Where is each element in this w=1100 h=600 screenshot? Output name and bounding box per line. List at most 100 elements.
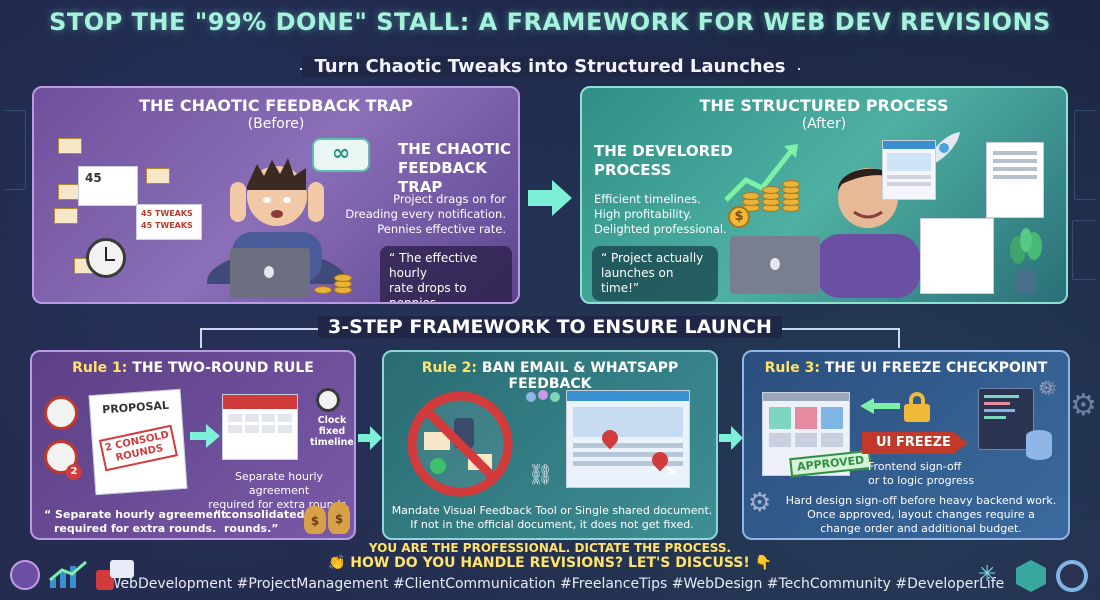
network-icon: ✳: [978, 562, 997, 587]
rule-3-side-note: Frontend sign-off or to logic progress: [868, 460, 974, 488]
rule-1-quote-line: “ Separate hourly agreement: [44, 508, 227, 521]
rule-1-quote-line: rounds.”: [224, 521, 279, 535]
arrow-right-icon: [358, 426, 382, 450]
arrow-right-icon: [719, 426, 743, 450]
proposal-label: PROPOSAL: [101, 398, 170, 417]
after-line: Efficient timelines.: [594, 192, 701, 206]
rule-1-quote-b: “ consolidated rounds.”: [214, 508, 305, 536]
after-line: High profitability.: [594, 206, 692, 221]
clock-label-line: Clock: [317, 415, 347, 426]
rule-3-description: Hard design sign-off before heavy backen…: [778, 494, 1064, 535]
subtitle: Turn Chaotic Tweaks into Structured Laun…: [0, 56, 1100, 77]
after-quote: “ Project actually launches on time!”: [592, 246, 718, 301]
gear-icon: ⚙: [748, 488, 772, 518]
stamp: 2 CONSOLD ROUNDS: [98, 424, 178, 472]
cursor-icon: ➤: [666, 464, 678, 480]
rule-2-title: Rule 2: BAN EMAIL & WHATSAPP FEEDBACK: [384, 360, 716, 392]
before-panel: THE CHAOTIC FEEDBACK TRAP (Before) 45 45…: [32, 86, 520, 304]
apple-logo-icon: [770, 258, 780, 270]
calendar-icon: [222, 394, 298, 460]
trend-chart-icon: [49, 560, 87, 588]
browser-window-icon: [882, 140, 936, 200]
rule-1-title-text: THE TWO-ROUND RULE: [132, 360, 314, 376]
rule-3-desc-line: Once approved, layout changes require a: [807, 507, 1035, 521]
money-bag-icon: $: [304, 506, 326, 534]
after-panel: THE STRUCTURED PROCESS (After) THE DEVEL…: [580, 86, 1068, 304]
before-side-heading: THE CHAOTIC FEEDBACK TRAP: [398, 140, 518, 196]
coin-icon: [314, 286, 332, 294]
rule-2-desc-line: Mandate Visual Feedback Tool or Single s…: [391, 504, 713, 517]
circuit-decoration-right: [1074, 110, 1096, 200]
tweaks-label: 45 TWEAKS: [141, 209, 193, 218]
after-quote-line: “ Project actually: [601, 251, 704, 265]
framework-bracket-right: [898, 328, 900, 348]
document-icon: [986, 142, 1044, 218]
before-side-heading-line: THE CHAOTIC: [398, 140, 511, 158]
coin-icon: [762, 186, 780, 194]
before-tag: (Before): [247, 116, 305, 132]
before-quote-line: rate drops to pennies...: [389, 281, 467, 304]
growth-arrow-icon: [724, 144, 798, 202]
laptop-icon: [730, 236, 820, 294]
subtitle-row: Turn Chaotic Tweaks into Structured Laun…: [0, 56, 1100, 80]
badge-icon: 2: [66, 464, 82, 480]
envelope-icon: [58, 138, 82, 154]
coin-icon: [334, 274, 352, 282]
envelope-icon: [54, 208, 78, 224]
laptop-icon: [230, 248, 310, 298]
framework-row: 3-STEP FRAMEWORK TO ENSURE LAUNCH: [0, 314, 1100, 348]
rule-1-card: Rule 1: THE TWO-ROUND RULE 2 PROPOSAL 2 …: [30, 350, 356, 540]
dollar-coin-icon: $: [728, 206, 750, 228]
gear-icon: ⚙: [1070, 388, 1097, 423]
rule-2-title-text: BAN EMAIL & WHATSAPP FEEDBACK: [481, 360, 679, 392]
page-title: STOP THE "99% DONE" STALL: A FRAMEWORK F…: [49, 8, 1051, 36]
clock-icon: [44, 440, 78, 474]
rule-3-side-line: or to logic progress: [868, 473, 975, 487]
after-tag: (After): [801, 116, 847, 132]
rule-1-number: Rule 1:: [72, 360, 128, 376]
gear-icon: ⚙: [1040, 376, 1058, 400]
framework-title-text: 3-STEP FRAMEWORK TO ENSURE LAUNCH: [318, 316, 782, 338]
footer-cta: 👏 HOW DO YOU HANDLE REVISIONS? LET'S DIS…: [327, 555, 773, 571]
framework-title: 3-STEP FRAMEWORK TO ENSURE LAUNCH: [0, 316, 1100, 338]
before-quote: “ The effective hourly rate drops to pen…: [380, 246, 512, 304]
notification-count: 45: [85, 171, 102, 185]
team-icon: [524, 390, 560, 412]
circle-logo-icon: [1056, 560, 1088, 592]
rule-3-side-line: Frontend sign-off: [868, 460, 962, 473]
circuit-decoration-left: [4, 110, 26, 190]
chat-user-icon: [96, 560, 136, 590]
lock-icon: [904, 392, 930, 422]
rule-2-description: Mandate Visual Feedback Tool or Single s…: [390, 504, 714, 532]
clock-label-line: fixed: [318, 425, 346, 437]
rule-3-desc-line: change order and additional budget.: [820, 521, 1022, 535]
rule-2-number: Rule 2:: [421, 360, 477, 376]
avatar-icon: [10, 560, 40, 590]
clock-label: Clock fixed timelines: [310, 415, 354, 449]
after-side-heading: THE DEVELORED PROCESS: [594, 142, 733, 180]
document-stack-icon: [920, 218, 994, 294]
clock-icon: [86, 238, 126, 278]
before-line: Project drags on for: [393, 192, 506, 206]
ui-freeze-label: UI FREEZE: [862, 432, 968, 454]
clock-icon: [316, 388, 340, 412]
after-quote-line: launches on time!”: [601, 266, 674, 295]
rule-2-card: Rule 2: BAN EMAIL & WHATSAPP FEEDBACK ⛓ …: [382, 350, 718, 540]
link-icon: ⛓: [528, 462, 554, 486]
before-side-heading-line: FEEDBACK TRAP: [398, 158, 487, 196]
rule-3-title-text: THE UI FREEZE CHECKPOINT: [824, 360, 1048, 376]
after-side-heading-line: PROCESS: [594, 160, 672, 179]
before-heading: THE CHAOTIC FEEDBACK TRAP: [139, 96, 413, 115]
rule-3-title: Rule 3: THE UI FREEZE CHECKPOINT: [744, 360, 1068, 376]
before-description: Project drags on for Dreading every noti…: [345, 192, 506, 237]
coin-icon: [782, 180, 800, 188]
after-heading: THE STRUCTURED PROCESS: [699, 96, 949, 115]
visual-feedback-tool-window: [566, 390, 690, 488]
arrow-left-icon: [860, 398, 900, 414]
transition-arrow-icon: [528, 180, 572, 216]
ban-email-whatsapp-icon: [407, 391, 513, 497]
rule-1-quote-line: required for extra rounds.: [54, 521, 217, 535]
tweaks-window: 45 TWEAKS 45 TWEAKS: [136, 204, 202, 240]
subtitle-text: Turn Chaotic Tweaks into Structured Laun…: [302, 56, 798, 77]
after-line: Delighted professional.: [594, 221, 727, 236]
